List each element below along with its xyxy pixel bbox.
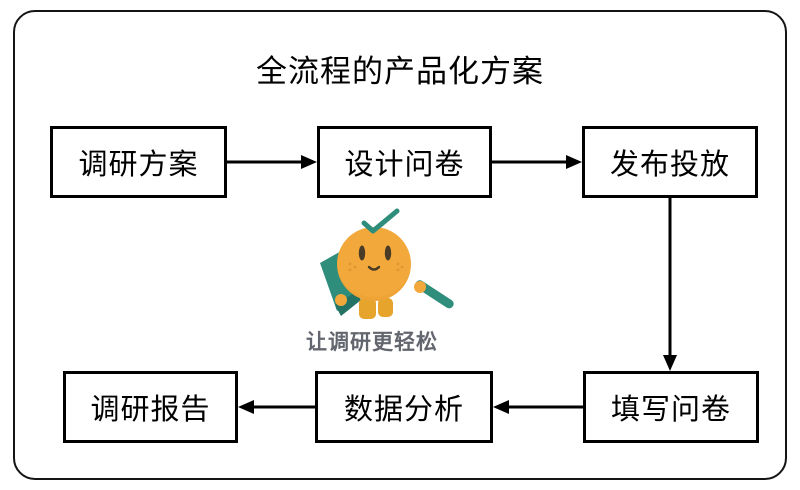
flow-node-survey-plan: 调研方案 [50, 126, 227, 198]
flow-node-fill-questionnaire: 填写问卷 [583, 371, 759, 443]
mascot-freckles [348, 262, 404, 272]
outer-border [13, 10, 787, 480]
flow-node-research-report: 调研报告 [63, 371, 238, 443]
flow-node-data-analysis: 数据分析 [315, 371, 493, 443]
flow-node-publish-distribute: 发布投放 [582, 126, 758, 198]
flow-node-design-questionnaire: 设计问卷 [317, 126, 492, 198]
diagram-title: 全流程的产品化方案 [256, 54, 544, 89]
orange-mascot-icon [320, 208, 454, 319]
mascot-tagline: 让调研更轻松 [306, 331, 438, 354]
